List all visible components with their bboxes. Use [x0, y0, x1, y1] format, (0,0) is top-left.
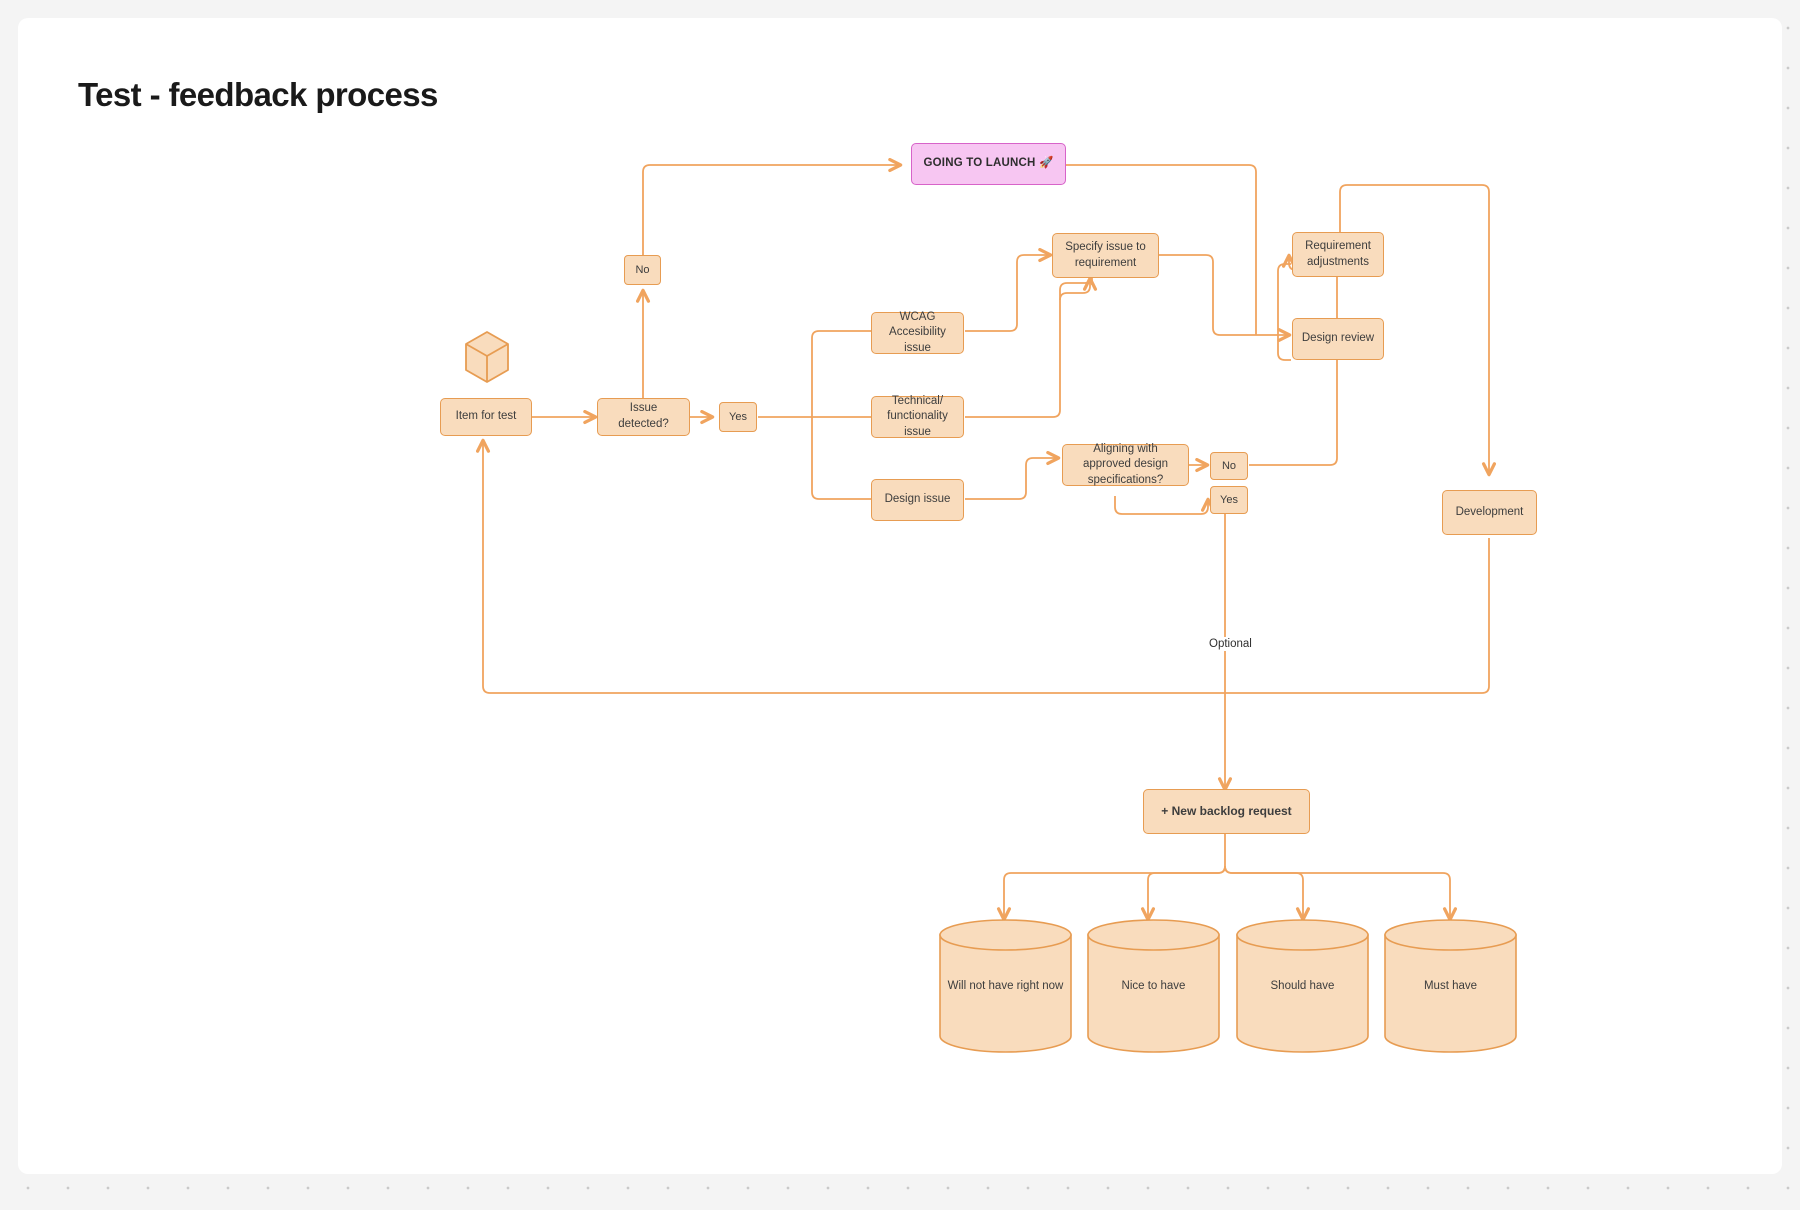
- wire-no-to-launch: [642, 157, 903, 256]
- wire-no-to-requirement-loop: [1249, 253, 1338, 466]
- cylinder-shape: [1384, 919, 1517, 1053]
- page-title: Test - feedback process: [78, 76, 438, 113]
- bucket-nice-to-have[interactable]: Nice to have: [1086, 917, 1221, 1054]
- bucket-must-have[interactable]: Must have: [1383, 917, 1518, 1054]
- node-development[interactable]: Development: [1442, 490, 1537, 535]
- cylinder-shape: [1236, 919, 1369, 1053]
- wire-backlog-to-bucket-4: [1224, 865, 1458, 922]
- wire-yes-to-design: [811, 417, 871, 500]
- wire-yes-to-wcag: [811, 330, 871, 417]
- wire-wcag-to-specify: [965, 247, 1053, 332]
- wire-backlog-to-bucket-2: [1140, 865, 1226, 922]
- cylinder-shape: [939, 919, 1072, 1053]
- wire-technical-riser: [965, 275, 1093, 418]
- edge-label-optional: Optional: [1205, 637, 1256, 651]
- cylinder-shape: [1087, 919, 1220, 1053]
- node-issue-detected[interactable]: Issue detected?: [597, 398, 690, 436]
- bucket-will-not-have[interactable]: Will not have right now: [938, 917, 1073, 1054]
- node-technical-issue[interactable]: Technical/ functionality issue: [871, 395, 964, 438]
- bucket-should-have[interactable]: Should have: [1235, 917, 1370, 1054]
- node-no-top[interactable]: No: [624, 255, 661, 285]
- wire-specify-to-design-review: [1157, 254, 1292, 343]
- wire-backlog-to-bucket-3: [1224, 865, 1311, 922]
- wire-development-return-bus: [475, 438, 1490, 694]
- node-item-for-test[interactable]: Item for test: [440, 398, 532, 436]
- wire-backlog-to-bucket-1: [996, 825, 1226, 922]
- node-design-issue[interactable]: Design issue: [871, 479, 964, 521]
- wire-review-to-requirement: [1277, 263, 1291, 361]
- node-aligning-specs[interactable]: Aligning with approved design specificat…: [1062, 443, 1189, 486]
- node-going-to-launch[interactable]: GOING TO LAUNCH 🚀: [911, 143, 1066, 185]
- wire-aligning-to-yes: [1114, 496, 1216, 515]
- node-new-backlog-request[interactable]: + New backlog request: [1143, 789, 1310, 834]
- node-align-no[interactable]: No: [1210, 452, 1248, 480]
- wire-technical-to-specify: [1059, 276, 1098, 301]
- node-wcag-issue[interactable]: WCAG Accesibility issue: [871, 311, 964, 354]
- node-design-review[interactable]: Design review: [1292, 318, 1384, 360]
- node-specify-issue[interactable]: Specify issue to requirement: [1052, 233, 1159, 278]
- node-yes-branch[interactable]: Yes: [719, 402, 757, 432]
- node-requirement-adjustments[interactable]: Requirement adjustments: [1292, 232, 1384, 277]
- cube-icon: [465, 331, 509, 383]
- node-align-yes[interactable]: Yes: [1210, 486, 1248, 514]
- wire-design-to-aligning: [965, 450, 1061, 500]
